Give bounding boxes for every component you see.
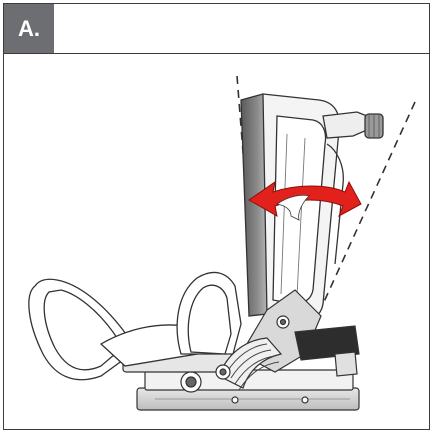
recline-guide-right (322, 101, 416, 305)
recline-direction-arrow (248, 180, 362, 221)
recline-joint (180, 289, 360, 393)
header-strip: A. (4, 4, 429, 54)
car-seat-illustration (28, 75, 416, 411)
figure-frame: A. (3, 3, 430, 430)
panel-label: A. (4, 4, 54, 53)
seat-cushion (28, 271, 242, 381)
